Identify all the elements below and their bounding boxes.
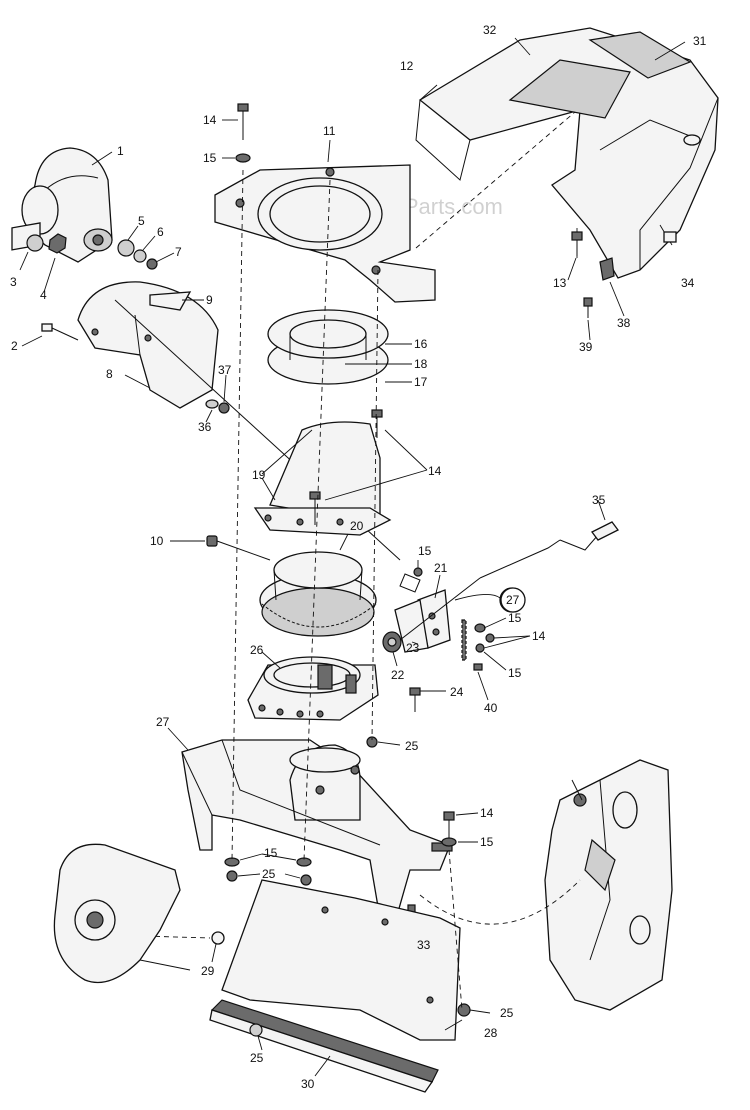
- label-2: 2: [11, 339, 18, 353]
- label-35: 35: [592, 493, 606, 507]
- top-cover-shroud: [415, 27, 719, 279]
- label-40: 40: [484, 701, 498, 715]
- label-6: 6: [157, 225, 164, 239]
- label-28: 28: [484, 1026, 498, 1040]
- label-29: 29: [201, 964, 215, 978]
- label-25-scraper: 25: [500, 1006, 514, 1020]
- label-9: 9: [206, 293, 213, 307]
- lower-bearing-plate: [247, 651, 446, 748]
- scraper-panel: [221, 879, 491, 1041]
- label-38: 38: [617, 316, 631, 330]
- label-24: 24: [450, 685, 464, 699]
- label-15-gear-lower: 15: [508, 666, 522, 680]
- label-27-housing: 27: [156, 715, 170, 729]
- label-14-housing: 14: [480, 806, 494, 820]
- label-39: 39: [579, 340, 593, 354]
- label-16: 16: [414, 337, 428, 351]
- label-15-housing-left: 15: [264, 846, 278, 860]
- label-11: 11: [323, 124, 336, 138]
- label-27-circled: 27: [506, 593, 520, 607]
- label-20: 20: [350, 519, 364, 533]
- label-26: 26: [250, 643, 264, 657]
- label-21: 21: [434, 561, 448, 575]
- label-1: 1: [117, 144, 124, 158]
- upper-plate: [214, 139, 436, 303]
- housing-fasteners-left: [224, 853, 312, 886]
- label-19: 19: [252, 468, 266, 482]
- label-25-housing: 25: [262, 867, 276, 881]
- label-32: 32: [483, 23, 497, 37]
- label-14-top: 14: [203, 113, 217, 127]
- label-36: 36: [198, 420, 212, 434]
- left-side-plate: [53, 843, 191, 984]
- label-37: 37: [218, 363, 232, 377]
- label-22: 22: [391, 668, 405, 682]
- label-25-shave: 25: [250, 1051, 264, 1065]
- bolt-14-top: [222, 103, 249, 140]
- callout-circle-27: [500, 587, 526, 613]
- label-3: 3: [10, 275, 17, 289]
- cover-fasteners: [567, 231, 625, 341]
- chute-deflector: [21, 147, 113, 263]
- label-13: 13: [553, 276, 567, 290]
- gearbox-bracket: [382, 560, 451, 667]
- label-14-gearbox: 14: [532, 629, 546, 643]
- shave-plate: [209, 999, 439, 1093]
- label-33: 33: [417, 938, 431, 952]
- label-14-collar: 14: [428, 464, 442, 478]
- label-7: 7: [175, 245, 182, 259]
- label-31: 31: [693, 34, 707, 48]
- label-15-top: 15: [203, 151, 217, 165]
- side-bolt: [109, 931, 225, 963]
- chute-hardware: [11, 222, 175, 293]
- gearbox-fasteners: [473, 617, 531, 701]
- label-30: 30: [301, 1077, 315, 1091]
- label-18: 18: [414, 357, 428, 371]
- label-8: 8: [106, 367, 113, 381]
- ring-gear: [170, 533, 377, 637]
- right-side-plate: [419, 759, 673, 1011]
- label-15-bracket: 15: [418, 544, 432, 558]
- label-15-housing-right: 15: [480, 835, 494, 849]
- label-15-gear-upper: 15: [508, 611, 522, 625]
- chute-shield: [21, 281, 401, 561]
- label-23: 23: [406, 641, 420, 655]
- callout-labels: 1 2 3 4 5 6 7 8 9 10 11 12 13 14 14 14 1…: [10, 23, 707, 1091]
- label-4: 4: [40, 288, 47, 302]
- label-10: 10: [150, 534, 164, 548]
- chute-collar: [253, 409, 428, 536]
- label-17: 17: [414, 375, 428, 389]
- bearing-rings: [267, 309, 412, 385]
- label-34: 34: [681, 276, 695, 290]
- label-5: 5: [138, 214, 145, 228]
- label-12: 12: [400, 59, 414, 73]
- washer-15-top: [222, 153, 251, 163]
- label-25-upper: 25: [405, 739, 419, 753]
